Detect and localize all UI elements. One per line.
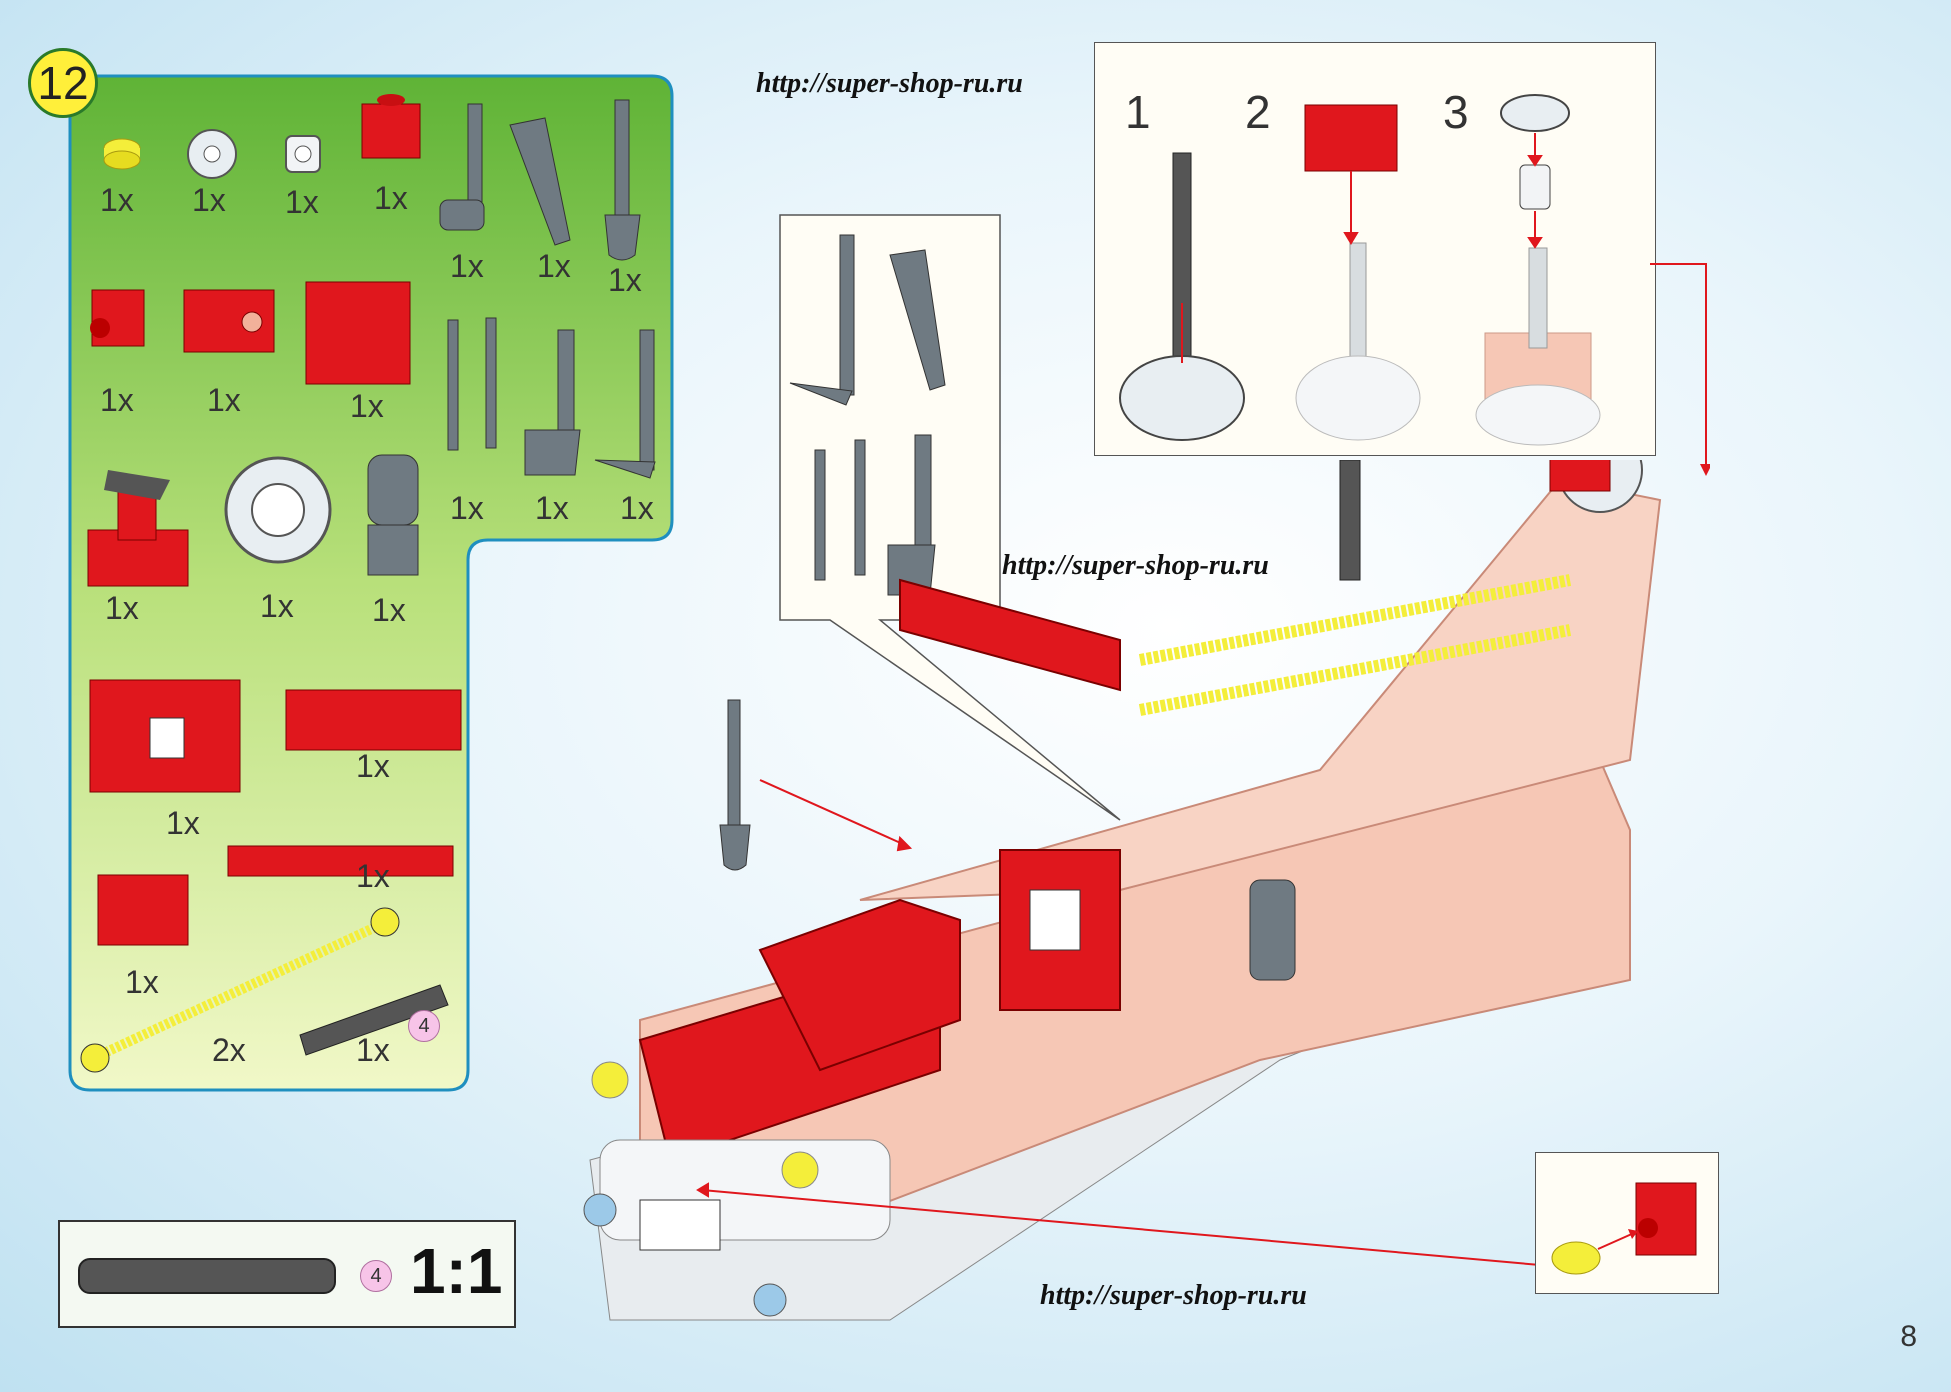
subassembly-panel: 1 2 3 — [1094, 42, 1656, 456]
parts-icons — [80, 94, 656, 1073]
part-qty: 1x — [356, 858, 390, 894]
red-brick-2x3-sticker-icon — [89, 679, 241, 793]
wheel-axle-ghost-icon — [1295, 242, 1421, 441]
yellow-round-plate-icon — [103, 138, 141, 170]
substep-number: 2 — [1245, 86, 1271, 138]
pickaxe-icon — [594, 329, 656, 479]
fire-truck-model — [583, 460, 1662, 1321]
part-qty: 1x — [535, 490, 569, 526]
white-bushing-icon — [285, 135, 321, 173]
scale-box: 4 1:1 — [58, 1220, 516, 1328]
subassembly-drawing — [1119, 94, 1601, 446]
red-headlight-brick-icon — [1635, 1182, 1697, 1256]
bolt-cutter-icon — [814, 439, 866, 581]
part-qty: 1x — [100, 382, 134, 418]
red-technic-brick-icon — [183, 289, 275, 353]
oxygen-tank-icon — [367, 454, 419, 576]
part-qty: 2x — [212, 1032, 246, 1068]
red-door-panel-icon — [305, 281, 411, 385]
arrow-icon — [1181, 133, 1543, 363]
watermark-url: http://super-shop-ru.ru — [1002, 550, 1269, 581]
hammer-icon — [439, 103, 485, 231]
part-qty: 1x — [356, 748, 390, 784]
gear-icon — [1500, 94, 1570, 132]
part-qty: 1x — [620, 490, 654, 526]
bolt-cutter-icon — [447, 317, 497, 451]
headlight-callout — [1535, 1152, 1719, 1294]
wheel-icon — [1119, 355, 1245, 441]
red-brick-clip-icon — [97, 874, 189, 946]
part-qty: 1x — [356, 1032, 390, 1068]
watermark-url: http://super-shop-ru.ru — [1040, 1280, 1307, 1311]
page-number: 8 — [1900, 1320, 1917, 1353]
part-qty: 1x — [350, 388, 384, 424]
axe-icon — [524, 329, 581, 476]
part-qty: 1x — [260, 588, 294, 624]
part-qty: 1x — [125, 964, 159, 1000]
part-qty: 1x — [207, 382, 241, 418]
white-wheel-icon — [224, 456, 332, 564]
part-qty: 1x — [105, 590, 139, 626]
scale-ratio: 1:1 — [410, 1235, 503, 1307]
yellow-hose-icon — [80, 907, 400, 1073]
red-plate-1x6-icon — [227, 845, 454, 877]
axle-1to1-icon — [78, 1258, 336, 1294]
watermark-url: http://super-shop-ru.ru — [756, 68, 1023, 99]
pickaxe-icon — [789, 234, 855, 406]
license-plate — [639, 1199, 721, 1251]
red-brick-1x4-icon — [285, 689, 462, 751]
part-qty: 1x — [166, 805, 200, 841]
step-number-badge: 12 — [28, 48, 98, 118]
substep-number: 3 — [1443, 86, 1469, 138]
part-qty: 1x — [192, 182, 226, 218]
part-qty: 1x — [537, 248, 571, 284]
part-qty: 1x — [285, 184, 319, 220]
part-qty: 1x — [100, 182, 134, 218]
part-qty: 1x — [450, 248, 484, 284]
connector-arrow — [1650, 263, 1710, 476]
headlight-detail — [1551, 1182, 1697, 1275]
saw-icon — [509, 117, 571, 246]
arrow-icon — [1597, 1229, 1638, 1250]
white-gear-icon — [187, 129, 237, 179]
saw-icon — [889, 249, 946, 391]
part-qty: 1x — [608, 262, 642, 298]
bushing-icon — [1519, 164, 1551, 210]
red-brick-1x1-icon — [361, 94, 421, 159]
part-qty: 1x — [374, 180, 408, 216]
part-qty: 1x — [372, 592, 406, 628]
red-technic-brick-icon — [1304, 104, 1398, 172]
axle-icon — [299, 984, 449, 1056]
shovel-icon — [604, 99, 641, 261]
brick-assembly-ghost-icon — [1475, 247, 1601, 446]
tools-callout — [779, 214, 1121, 821]
part-qty: 1x — [450, 490, 484, 526]
scale-marker: 4 — [360, 1260, 392, 1292]
steering-wheel-icon — [87, 470, 189, 587]
yellow-round-plate-icon — [1551, 1241, 1601, 1275]
red-headlight-brick-icon — [90, 289, 145, 347]
toolbox-sticker — [1029, 889, 1081, 951]
substep-number: 1 — [1125, 86, 1151, 138]
axle-length-marker: 4 — [408, 1010, 440, 1042]
